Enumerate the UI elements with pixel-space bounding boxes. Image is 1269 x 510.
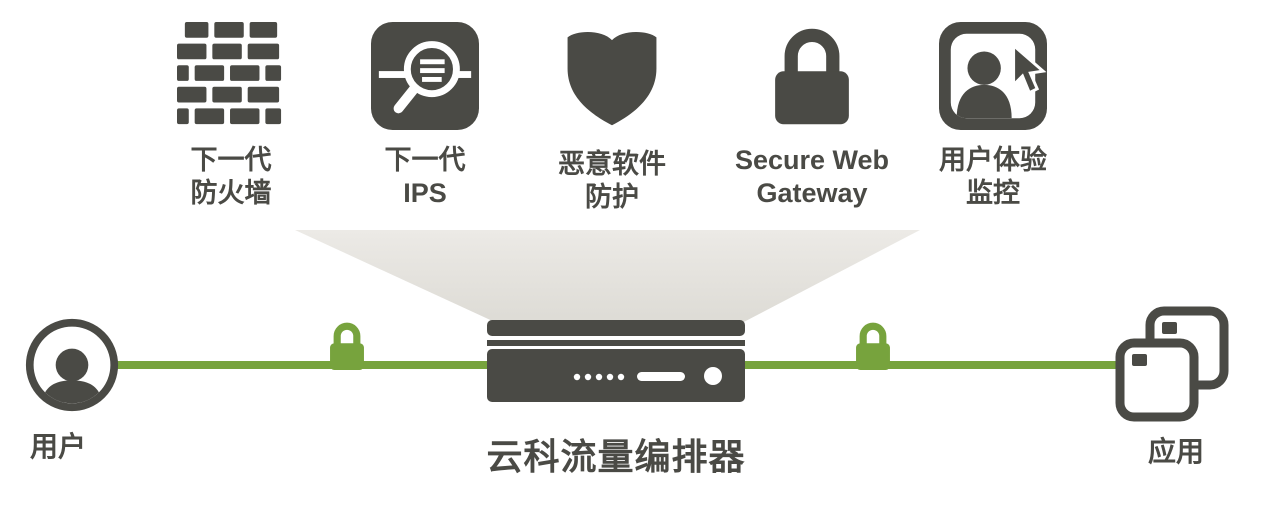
- applications-icon: [1115, 306, 1229, 422]
- orchestrator-appliance: [487, 320, 745, 402]
- service-firewall: 下一代 防火墙: [136, 22, 326, 210]
- service-label-firewall: 下一代 防火墙: [136, 144, 326, 210]
- service-label-line: 用户体验: [939, 145, 1047, 175]
- user-icon: [25, 318, 119, 412]
- funnel-shape: [295, 230, 920, 323]
- service-label-line: Secure Web: [734, 145, 890, 175]
- apps-label: 应用: [1148, 436, 1205, 467]
- right-lock-icon: [856, 322, 890, 370]
- service-ux-monitoring: 用户体验 监控: [898, 22, 1088, 210]
- service-label-swg: Secure Web Gateway: [717, 144, 907, 210]
- service-label-malware: 恶意软件 防护: [517, 148, 707, 214]
- service-label-line: IPS: [403, 177, 447, 208]
- service-label-line: Gateway: [756, 177, 868, 208]
- service-label-line: 防火墙: [190, 177, 272, 208]
- shield-icon: [567, 31, 657, 126]
- user-experience-icon: [939, 22, 1047, 130]
- service-label-ips: 下一代 IPS: [330, 144, 520, 210]
- left-lock-icon: [330, 322, 364, 370]
- service-label-line: 下一代: [190, 145, 272, 175]
- service-label-line: 恶意软件: [558, 149, 666, 179]
- service-label-line: 防护: [585, 181, 639, 212]
- orchestrator-label: 云科流量编排器: [486, 436, 746, 477]
- service-label-ux: 用户体验 监控: [898, 144, 1088, 210]
- ips-magnifier-icon: [371, 22, 479, 130]
- service-label-line: 下一代: [384, 145, 466, 175]
- service-secure-web-gateway: Secure Web Gateway: [717, 22, 907, 210]
- lock-icon: [775, 28, 849, 125]
- firewall-icon: [177, 22, 282, 125]
- service-label-line: 监控: [966, 177, 1020, 208]
- service-malware-protection: 恶意软件 防护: [517, 22, 707, 214]
- service-ips: 下一代 IPS: [330, 22, 520, 210]
- user-label: 用户: [30, 431, 87, 462]
